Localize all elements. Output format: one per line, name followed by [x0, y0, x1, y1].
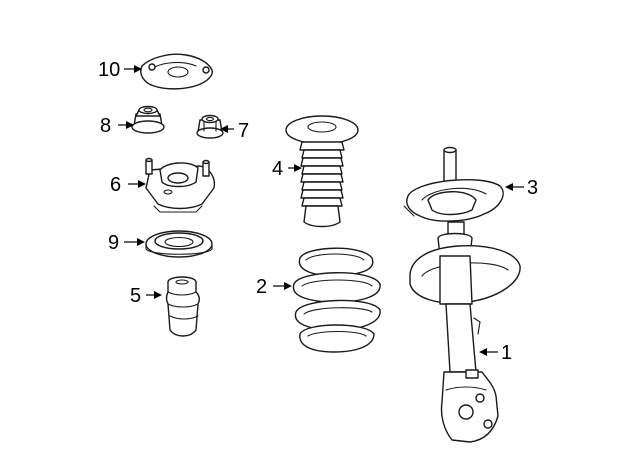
- callout-3: 3: [527, 177, 538, 199]
- part-9-spring-seat: [145, 230, 213, 258]
- part-6-strut-mount: [145, 157, 216, 213]
- callout-2: 2: [256, 276, 267, 298]
- callout-4: 4: [272, 158, 283, 180]
- part-10-insulator-plate: [140, 53, 213, 90]
- leader-lines: [118, 65, 524, 356]
- callout-6: 6: [110, 174, 121, 196]
- part-3-upper-spring-seat: [403, 146, 504, 222]
- callout-5: 5: [130, 285, 141, 307]
- part-8-flange-nut: [131, 105, 165, 134]
- callout-1: 1: [501, 342, 512, 364]
- part-7-nut: [196, 114, 224, 139]
- callout-10: 10: [98, 59, 120, 81]
- callout-9: 9: [108, 232, 119, 254]
- callout-7: 7: [238, 120, 249, 142]
- callout-labels: 10 8 7 6 9 5 4 2 3 1: [98, 59, 538, 364]
- part-5-bump-stop: [165, 276, 201, 337]
- part-1-strut-assembly: [409, 221, 521, 443]
- part-2-coil-spring: [292, 247, 381, 353]
- callout-8: 8: [100, 115, 111, 137]
- part-4-dust-boot: [285, 115, 359, 228]
